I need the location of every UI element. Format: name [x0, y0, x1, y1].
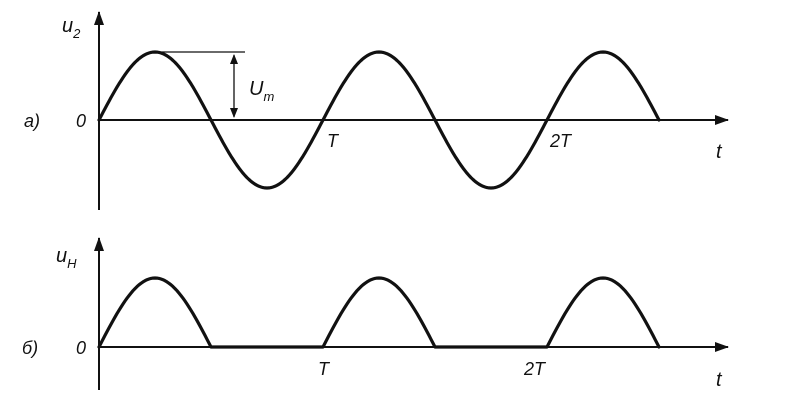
panel-b-origin-label: 0	[76, 338, 86, 358]
panel-b-rectified-wave	[97, 276, 661, 349]
panel-a-sine-wave	[97, 50, 661, 190]
panel-a: u2 Um а) 0 T 2T t	[24, 11, 729, 210]
panel-a-x-axis-label: t	[716, 141, 723, 163]
amplitude-label: Um	[249, 78, 274, 104]
panel-b-y-axis-label: uH	[56, 245, 77, 271]
panel-a-origin-label: 0	[76, 111, 86, 131]
panel-a-tick-T: T	[327, 131, 340, 151]
panel-a-y-axis-label: u2	[62, 15, 81, 41]
panel-b-x-axis-label: t	[716, 369, 723, 391]
panel-b: uH б) 0 T 2T t	[22, 237, 729, 391]
panel-b-tick-T: T	[318, 359, 331, 379]
panel-a-tick-2T: 2T	[549, 131, 573, 151]
panel-b-label: б)	[22, 338, 38, 358]
panel-a-label: а)	[24, 111, 40, 131]
panel-b-tick-2T: 2T	[523, 359, 547, 379]
